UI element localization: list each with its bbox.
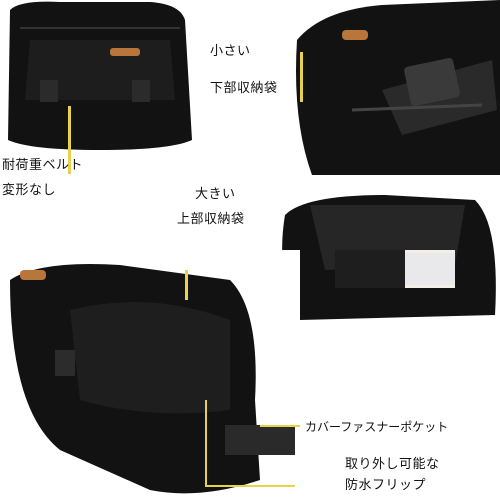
photo-backpack-front: [0, 250, 300, 500]
leader-small-pocket: [300, 52, 303, 102]
callout-large-pocket: 大きい 上部収納袋: [177, 185, 245, 229]
callout-cover-pocket: カバーファスナーポケット: [305, 418, 448, 437]
small-pocket-illustration: [292, 0, 500, 175]
callout-small-pocket-line2: 下部収納袋: [210, 81, 278, 96]
callout-cover-pocket-text: カバーファスナーポケット: [305, 420, 449, 434]
callout-flap-line1: 取り外し可能な: [345, 457, 440, 472]
callout-belt-line1: 耐荷重ベルト: [2, 158, 84, 173]
logo-patch: [20, 270, 46, 280]
callout-belt-line2: 変形なし: [2, 183, 57, 198]
callout-small-pocket-line1: 小さい: [210, 44, 251, 59]
photo-backpack-top: [0, 0, 200, 150]
leader-cover-pocket: [260, 425, 300, 427]
leader-belt: [68, 106, 71, 174]
callout-flap-line2: 防水フリップ: [345, 478, 427, 493]
backpack-top-illustration: [0, 0, 200, 150]
leader-flap-h: [205, 485, 295, 487]
callout-belt: 耐荷重ベルト 変形なし: [2, 156, 83, 200]
callout-flap: 取り外し可能な 防水フリップ: [345, 455, 440, 495]
photo-large-pocket: [275, 195, 500, 320]
callout-large-pocket-line2: 上部収納袋: [177, 212, 245, 227]
flap: [225, 425, 295, 455]
leader-flap-v: [205, 400, 207, 485]
backpack-front-illustration: [0, 250, 300, 500]
photo-small-pocket: [292, 0, 500, 175]
callout-large-pocket-line1: 大きい: [195, 187, 236, 202]
leader-large-pocket: [185, 270, 188, 300]
logo-patch: [342, 30, 368, 40]
callout-small-pocket: 小さい 下部収納袋: [210, 42, 278, 98]
large-pocket-illustration: [275, 195, 500, 320]
logo-patch: [110, 48, 140, 56]
